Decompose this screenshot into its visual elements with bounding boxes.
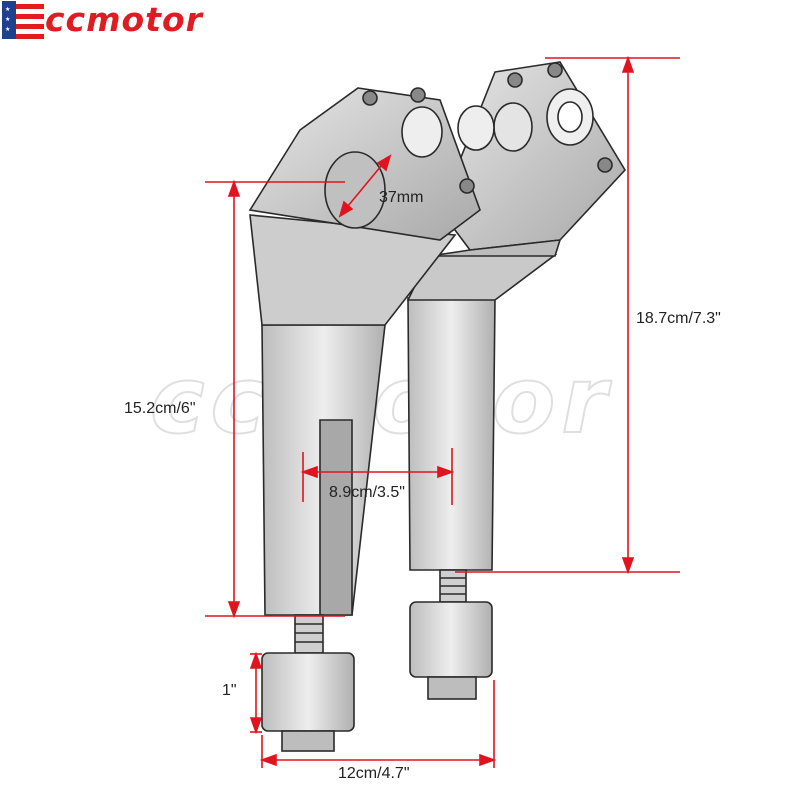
- thread-length-label: 1": [222, 682, 237, 699]
- brand-name: ccmotor: [45, 0, 203, 39]
- svg-text:★: ★: [5, 26, 10, 33]
- svg-text:★: ★: [5, 16, 10, 23]
- center-spacing-label: 8.9cm/3.5": [329, 484, 405, 501]
- riser-height-label: 15.2cm/6": [124, 400, 196, 417]
- dimension-lines: [205, 55, 680, 768]
- us-flag-icon: ★ ★ ★: [2, 1, 44, 39]
- brand-logo: ★ ★ ★ ccmotor: [2, 0, 203, 40]
- overall-height-label: 18.7cm/7.3": [636, 310, 721, 327]
- base-width-label: 12cm/4.7": [338, 765, 410, 782]
- left-riser: [248, 87, 495, 752]
- svg-text:★: ★: [5, 6, 10, 13]
- right-riser: [406, 61, 626, 700]
- clamp-diameter-label: 37mm: [379, 189, 424, 206]
